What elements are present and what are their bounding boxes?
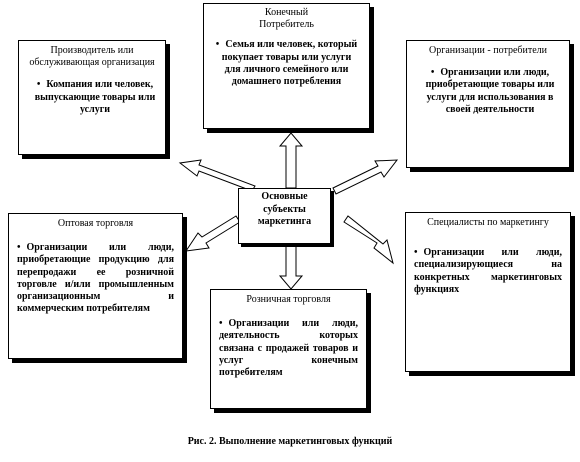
retail-item: •Организации или люди, деятельность кото…	[219, 318, 358, 379]
bullet-icon: •	[219, 318, 223, 330]
consumer-item-text: Семья или человек, который покупает това…	[221, 39, 358, 87]
wholesale-item: •Организации или люди, приобретающие про…	[17, 242, 174, 315]
bullet-icon: •	[36, 79, 41, 91]
producer-item-text: Компания или человек, выпускающие товары…	[34, 79, 156, 115]
specialists-item: •Организации или люди, специализирующиес…	[414, 247, 562, 296]
bullet-icon: •	[414, 247, 418, 259]
org-consumer-title: Организации - потребители	[429, 45, 547, 56]
center-line1: Основные	[261, 191, 308, 202]
center-line2: субъекты	[263, 203, 306, 215]
org-consumer-box: Организации - потребители •Организации и…	[406, 40, 570, 168]
producer-item: •Компания или человек, выпускающие товар…	[27, 79, 157, 116]
bullet-icon: •	[17, 242, 21, 254]
arrow-to-producer	[178, 159, 256, 192]
arrow-to-org-consumer	[332, 159, 399, 195]
consumer-item: •Семья или человек, который покупает тов…	[214, 39, 359, 88]
arrow-to-specialists	[343, 215, 394, 265]
consumer-title-line1: Конечный	[264, 7, 309, 18]
wholesale-box: Оптовая торговля •Организации или люди, …	[8, 213, 183, 359]
org-consumer-item: •Организации или люди, приобретающие тов…	[415, 67, 561, 116]
consumer-title: Конечный Потребитель	[214, 7, 359, 31]
retail-title: Розничная торговля	[246, 294, 331, 305]
wholesale-title: Оптовая торговля	[57, 218, 134, 229]
arrow-to-retail	[278, 243, 304, 290]
producer-box: Производитель или обслуживающая организа…	[18, 40, 166, 155]
figure-caption: Рис. 2. Выполнение маркетинговых функций	[187, 436, 393, 447]
bullet-icon: •	[430, 67, 435, 79]
retail-item-text: Организации или люди, деятельность котор…	[219, 318, 358, 378]
specialists-title: Специалисты по маркетингу	[427, 217, 549, 228]
bullet-icon: •	[215, 39, 220, 51]
center-line3: маркетинга	[257, 216, 312, 227]
arrow-to-wholesale	[184, 215, 241, 252]
retail-box: Розничная торговля •Организации или люди…	[210, 289, 367, 409]
consumer-title-line2: Потребитель	[259, 19, 314, 31]
org-consumer-item-text: Организации или люди, приобретающие това…	[425, 67, 555, 115]
specialists-item-text: Организации или люди, специализирующиеся…	[414, 247, 562, 295]
arrow-to-consumer	[278, 132, 304, 189]
producer-title: Производитель или обслуживающая организа…	[29, 45, 155, 69]
wholesale-item-text: Организации или люди, приобретающие прод…	[17, 242, 174, 315]
specialists-box: Специалисты по маркетингу •Организации и…	[405, 212, 571, 372]
center-box: Основные субъекты маркетинга	[238, 188, 331, 244]
consumer-box: Конечный Потребитель •Семья или человек,…	[203, 3, 370, 129]
